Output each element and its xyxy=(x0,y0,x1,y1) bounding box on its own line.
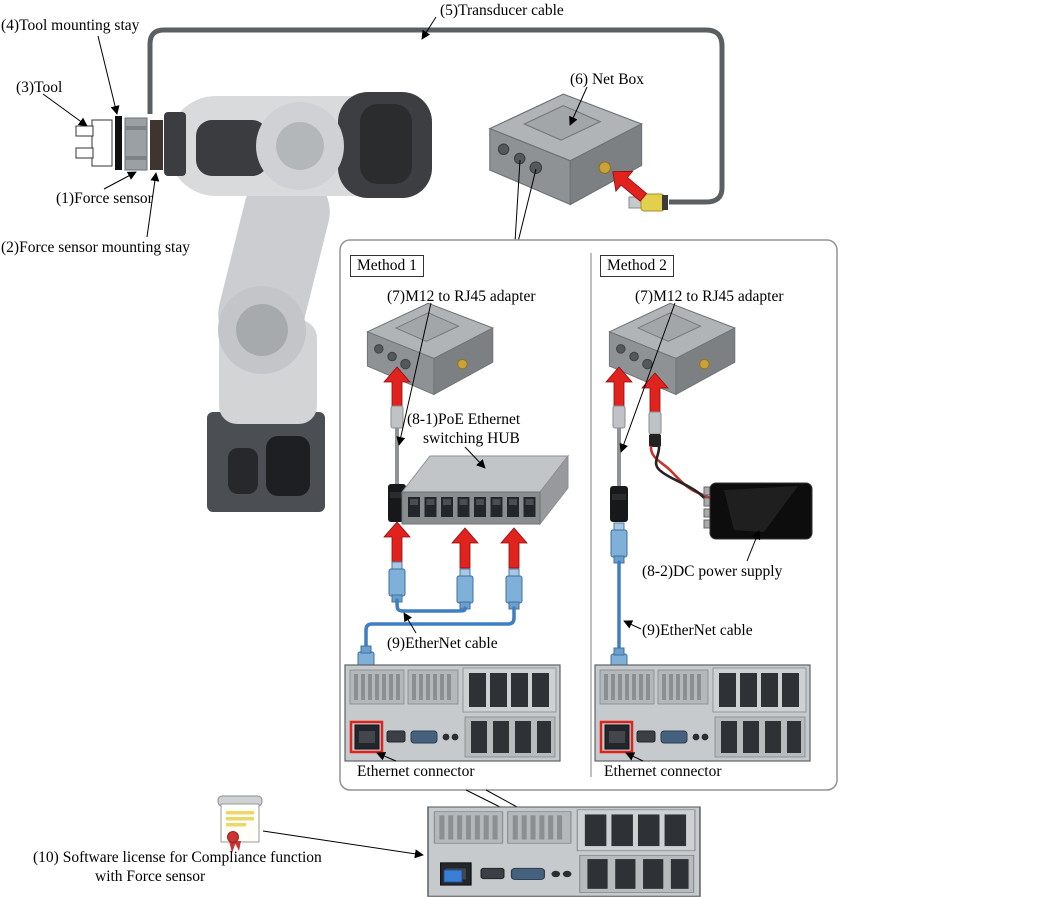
label-m12-adapter-1: (7)M12 to RJ45 adapter xyxy=(387,288,536,305)
method1-title: Method 1 xyxy=(350,255,424,277)
method2-ethernet-highlight xyxy=(599,720,634,754)
label-poe-hub-line1: (8-1)PoE Ethernet xyxy=(407,411,521,428)
label-software-license-line2: with Force sensor xyxy=(95,868,206,886)
label-net-box: (6) Net Box xyxy=(570,71,645,88)
dc-power-supply xyxy=(703,482,813,540)
method2-title: Method 2 xyxy=(600,255,674,277)
m12-adapter-2 xyxy=(610,405,628,522)
tool xyxy=(91,119,113,167)
transducer-cable xyxy=(147,27,725,205)
transducer-connector xyxy=(628,193,668,212)
label-transducer-cable: (5)Transducer cable xyxy=(440,2,564,19)
label-software-license-line1: (10) Software license for Compliance fun… xyxy=(33,849,322,866)
label-force-sensor-mounting-stay: (2)Force sensor mounting stay xyxy=(1,239,190,256)
robot-flange xyxy=(164,112,186,176)
panel-server-line-1 xyxy=(465,789,501,808)
label-software-license: (10) Software license for Compliance fun… xyxy=(33,848,322,887)
panel-server-line-2 xyxy=(485,789,518,808)
dc-power-cable xyxy=(648,411,713,506)
label-poe-hub: (8-1)PoE Ethernet switching HUB xyxy=(407,410,520,449)
controller-server xyxy=(427,806,701,897)
leader-lines xyxy=(42,16,761,859)
label-force-sensor: (1)Force sensor xyxy=(56,190,153,207)
controller-ethernet-port xyxy=(443,869,463,883)
label-dc-power-supply: (8-2)DC power supply xyxy=(642,563,783,580)
license-icon xyxy=(217,795,263,853)
tool-assembly xyxy=(75,116,163,171)
netbox-panel-line-1 xyxy=(514,159,521,243)
force-sensor-mounting-stay xyxy=(150,120,163,170)
robot-arm xyxy=(164,92,432,512)
poe-hub xyxy=(400,454,570,526)
method2-server xyxy=(594,664,811,762)
label-ethernet-connector-2: Ethernet connector xyxy=(604,763,722,780)
netbox-panel-line-2 xyxy=(517,168,537,243)
label-ethernet-connector-1: Ethernet connector xyxy=(357,763,475,780)
ethernet-cable-1a xyxy=(395,598,467,613)
label-poe-hub-line2: switching HUB xyxy=(423,430,520,448)
label-m12-adapter-2: (7)M12 to RJ45 adapter xyxy=(635,288,784,305)
force-sensor xyxy=(124,117,148,171)
tool-mounting-stay xyxy=(115,116,122,170)
label-tool: (3)Tool xyxy=(16,79,63,96)
label-ethernet-cable-1: (9)EtherNet cable xyxy=(387,635,498,652)
tool-prong-top xyxy=(75,125,94,137)
method1-server xyxy=(344,664,561,762)
method1-ethernet-highlight xyxy=(349,720,384,754)
label-ethernet-cable-2: (9)EtherNet cable xyxy=(642,622,753,639)
label-tool-mounting-stay: (4)Tool mounting stay xyxy=(1,17,140,34)
ethernet-cable-1b xyxy=(364,606,516,649)
tool-prong-bottom xyxy=(75,147,94,159)
